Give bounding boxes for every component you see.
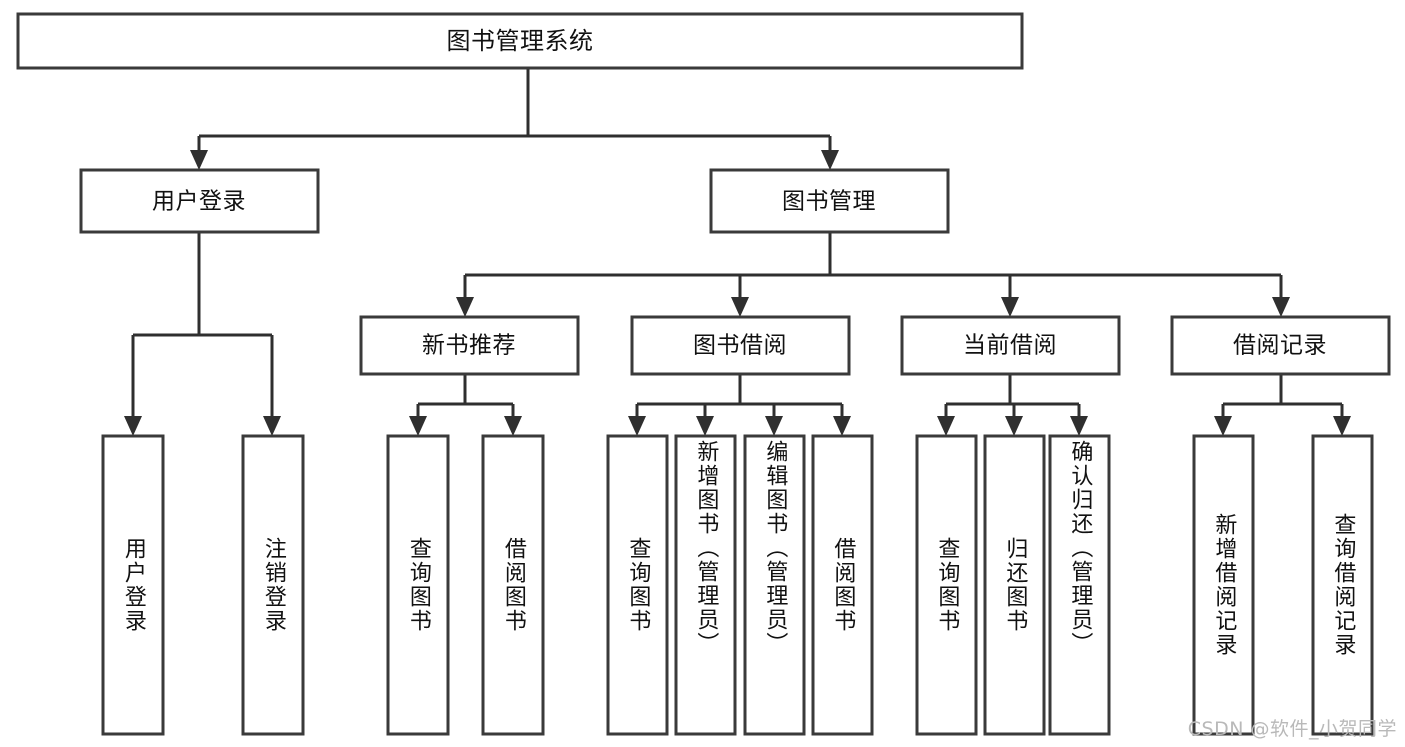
node-root-label: 图书管理系统	[447, 27, 594, 55]
arrow-head-nb-leaf1	[409, 416, 427, 436]
leaf-box-br-add-record[interactable]	[1192, 434, 1255, 736]
leaf-box-cb-query-book[interactable]	[915, 434, 978, 736]
arrow-head-user-login	[190, 150, 208, 170]
arrow-head-book-mgmt	[821, 150, 839, 170]
leaf-box-cb-confirm-return[interactable]	[1048, 434, 1111, 736]
node-current-borrow-label: 当前借阅	[963, 333, 1057, 359]
arrow-head-br-leaf1	[1214, 416, 1232, 436]
leaf-box-nb-query-book[interactable]	[386, 434, 450, 736]
node-user-login[interactable]: 用户登录	[79, 168, 320, 234]
node-book-borrow[interactable]: 图书借阅	[630, 315, 851, 376]
node-borrow-record-box[interactable]	[1170, 315, 1391, 376]
node-borrow-record[interactable]: 借阅记录	[1170, 315, 1391, 376]
arrow-head-bb-leaf2	[696, 416, 714, 436]
connector-group-current-borrow	[937, 374, 1088, 436]
connector-group-new-book-recommend	[409, 374, 522, 436]
watermark-text: CSDN @软件_小贺同学	[1187, 718, 1397, 740]
leaf-boxes-new-book-recommend	[386, 434, 545, 736]
node-root-box[interactable]	[16, 12, 1024, 70]
connector-group-root	[190, 68, 839, 170]
arrow-head-br-leaf2	[1333, 416, 1351, 436]
connector-group-borrow-record	[1214, 374, 1351, 436]
leaf-box-bb-edit-book[interactable]	[743, 434, 806, 736]
arrow-head-cb-leaf3	[1070, 416, 1088, 436]
node-current-borrow[interactable]: 当前借阅	[900, 315, 1121, 376]
arrow-head-bb-leaf3	[765, 416, 783, 436]
node-new-book-recommend-label: 新书推荐	[422, 333, 516, 359]
node-book-borrow-label: 图书借阅	[693, 333, 787, 359]
leaf-boxes-current-borrow	[915, 434, 1111, 736]
leaf-box-cb-return-book[interactable]	[983, 434, 1046, 736]
arrow-head-book-borrow	[731, 297, 749, 317]
arrow-head-cb-leaf2	[1005, 416, 1023, 436]
leaf-boxes-book-borrow	[606, 434, 874, 736]
leaf-boxes-user-login	[101, 434, 305, 736]
leaf-box-logout[interactable]	[241, 434, 305, 736]
leaf-box-bb-query-book[interactable]	[606, 434, 669, 736]
node-user-login-box[interactable]	[79, 168, 320, 234]
arrow-head-cb-leaf1	[937, 416, 955, 436]
node-book-management-box[interactable]	[709, 168, 950, 234]
node-book-borrow-box[interactable]	[630, 315, 851, 376]
leaf-boxes-borrow-record	[1192, 434, 1374, 736]
connector-group-book-borrow	[628, 374, 851, 436]
leaf-box-nb-borrow-book[interactable]	[481, 434, 545, 736]
leaf-box-br-query-record[interactable]	[1311, 434, 1374, 736]
connector-group-book-mgmt	[456, 232, 1290, 317]
node-book-management[interactable]: 图书管理	[709, 168, 950, 234]
leaf-box-user-login[interactable]	[101, 434, 165, 736]
leaf-box-bb-borrow-book[interactable]	[811, 434, 874, 736]
node-book-management-label: 图书管理	[782, 189, 876, 215]
node-new-book-recommend-box[interactable]	[359, 315, 580, 376]
arrow-head-nb-leaf2	[504, 416, 522, 436]
arrow-head-borrow-record	[1272, 297, 1290, 317]
leaf-box-bb-add-book[interactable]	[674, 434, 737, 736]
arrow-head-new-book-recommend	[456, 297, 474, 317]
node-root-system[interactable]: 图书管理系统	[16, 12, 1024, 70]
node-user-login-label: 用户登录	[152, 189, 246, 215]
arrow-head-current-borrow	[1001, 297, 1019, 317]
connector-group-user-login	[124, 232, 281, 436]
node-borrow-record-label: 借阅记录	[1233, 333, 1327, 359]
arrow-head-leaf-user-login	[124, 416, 142, 436]
node-new-book-recommend[interactable]: 新书推荐	[359, 315, 580, 376]
arrow-head-bb-leaf1	[628, 416, 646, 436]
arrow-head-bb-leaf4	[833, 416, 851, 436]
node-current-borrow-box[interactable]	[900, 315, 1121, 376]
arrow-head-leaf-logout	[263, 416, 281, 436]
